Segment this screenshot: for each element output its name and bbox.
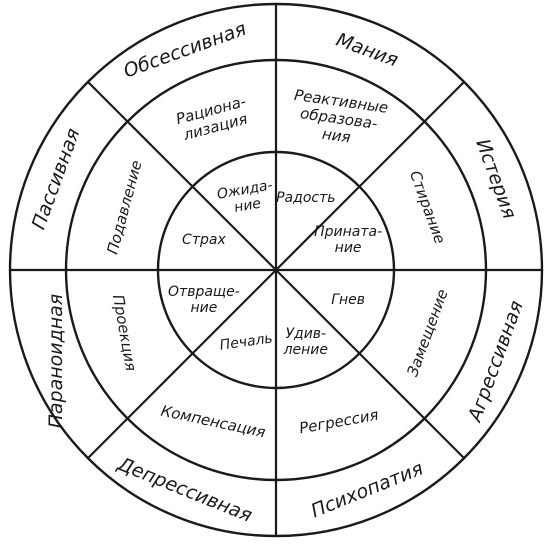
middle-label-rationalization: Рациона-лизация [174,92,249,144]
inner-label-text: Печаль [219,330,274,353]
outer-label-obsessive: Обсессивная [121,18,250,83]
middle-label-text: Компенсация [159,402,267,442]
middle-label-suppression: Подавление [103,158,145,256]
inner-label-sadness: Печаль [219,330,274,353]
inner-label-text: ние [335,240,362,256]
outer-label-text: Психопатия [308,457,426,522]
outer-label-text: Депрессивная [114,453,255,527]
middle-label-text: Замещение [403,287,451,379]
inner-label-text: Гнев [331,292,365,308]
inner-label-text: Отвраще- [168,284,240,300]
outer-label-paranoid: Параноидная [45,294,67,429]
inner-label-text: Прината- [314,224,382,240]
middle-label-text: Регрессия [298,406,380,438]
divider-spoke [87,269,277,459]
outer-label-text: Мания [333,29,401,72]
middle-label-text: Стирание [406,168,449,246]
outer-label-text: Агрессивная [463,298,528,426]
inner-label-text: ление [283,342,328,358]
inner-label-fear: Страх [182,232,226,248]
outer-label-text: Обсессивная [121,18,250,83]
inner-label-surprise: Удив-ление [283,326,328,358]
outer-label-passive: Пассивная [28,125,85,232]
middle-label-projection: Проекция [109,293,140,372]
outer-label-mania: Мания [333,29,401,72]
middle-label-sublimation: Стирание [406,168,449,246]
inner-label-acceptance: Прината-ние [314,224,382,256]
outer-label-aggressive: Агрессивная [463,298,528,426]
outer-label-text: Пассивная [28,125,85,232]
inner-label-disgust: Отвраще-ние [168,284,240,316]
outer-label-depressive: Депрессивная [114,453,255,527]
inner-label-text: Удив- [285,326,326,342]
divider-spoke [275,81,465,271]
inner-label-joy: Радость [276,190,335,206]
middle-label-text: ния [321,125,352,147]
divider-spoke [275,269,465,459]
inner-label-anticipation: Ожида-ние [216,177,274,216]
inner-label-anger: Гнев [331,292,365,308]
inner-label-text: Страх [182,232,226,248]
outer-label-text: Параноидная [45,294,67,429]
inner-label-text: ние [233,196,262,216]
middle-label-text: Проекция [109,293,140,372]
outer-label-psychopathy: Психопатия [308,457,426,522]
divider-spoke [87,81,277,271]
middle-label-displacement: Замещение [403,287,451,379]
middle-label-regression: Регрессия [298,406,380,438]
middle-label-text: Подавление [103,158,145,256]
inner-label-text: ние [190,300,217,316]
middle-label-compensation: Компенсация [159,402,267,442]
inner-label-text: Радость [276,190,335,206]
